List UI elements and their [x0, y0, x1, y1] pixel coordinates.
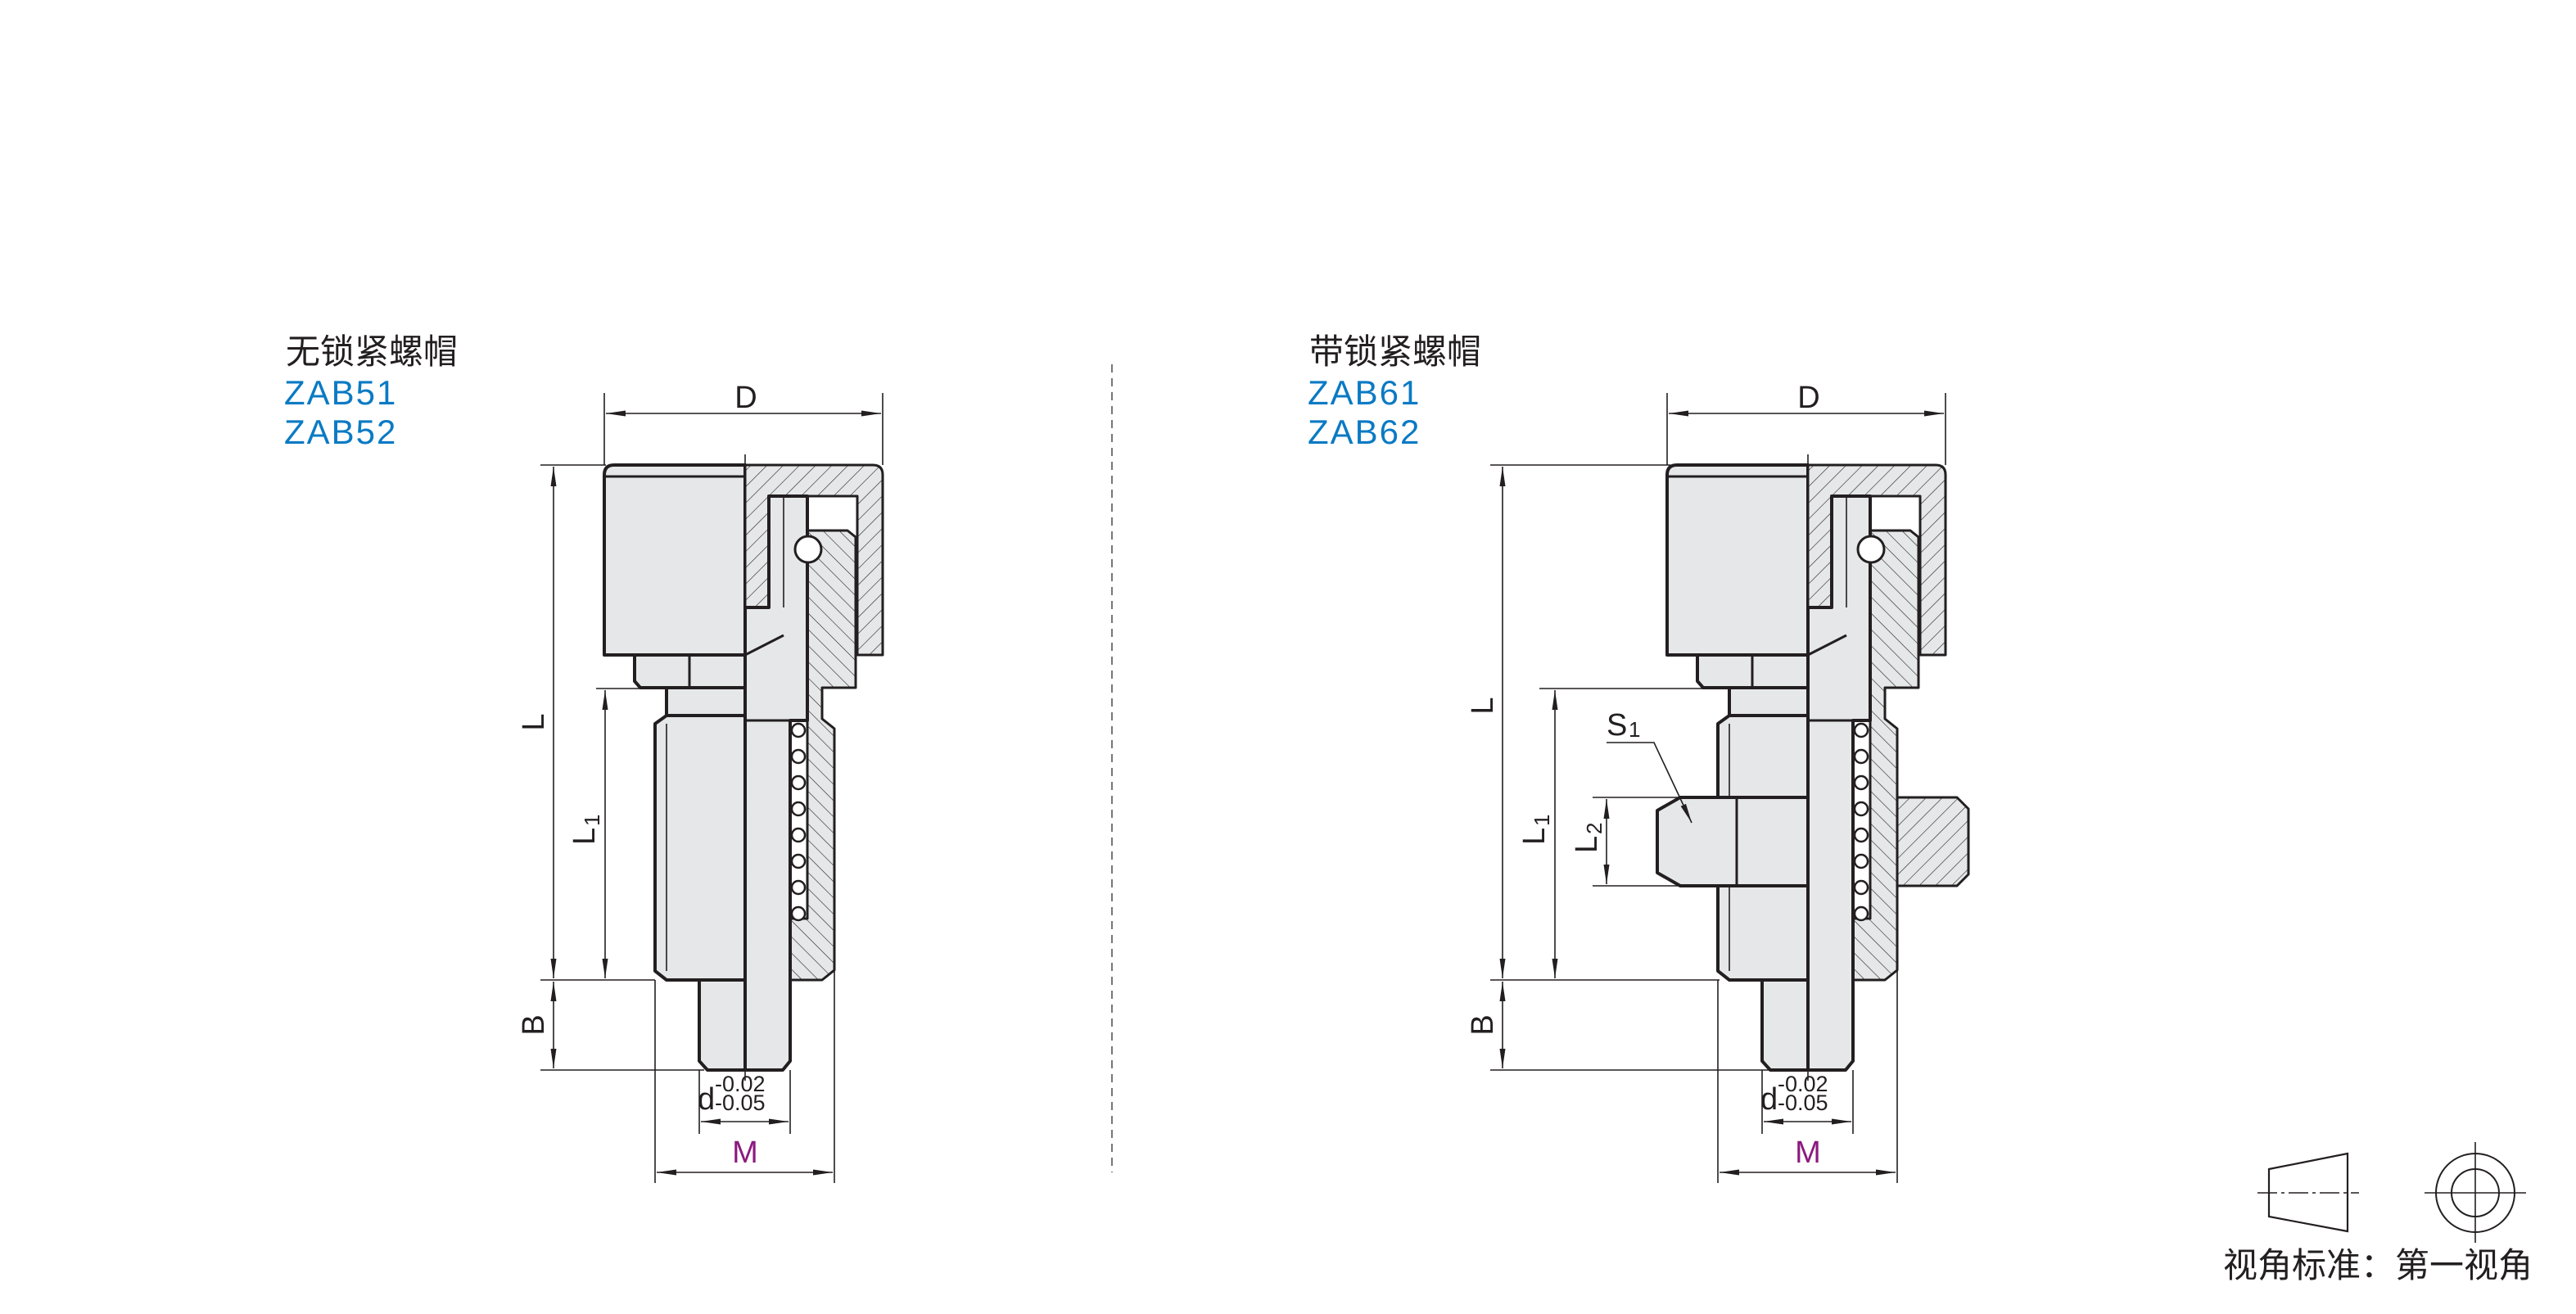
right-L1-label: L1 — [1517, 815, 1554, 845]
right-variant-code-2: ZAB62 — [1308, 413, 1421, 451]
svg-text:L: L — [1517, 828, 1552, 845]
right-d-tolerance-label: d -0.02 -0.05 — [1760, 1072, 1828, 1117]
right-variant-title: 带锁紧螺帽 — [1309, 332, 1481, 371]
left-L1-label: L1 — [567, 815, 604, 845]
left-d-tolerance-label: d -0.02 -0.05 — [698, 1072, 766, 1117]
svg-text:1: 1 — [1629, 717, 1640, 742]
left-plunger-drawing: D L L1 B d -0.02 -0.05 M — [517, 381, 883, 1183]
svg-text:-0.02: -0.02 — [715, 1072, 766, 1096]
svg-text:d: d — [1760, 1082, 1778, 1117]
left-variant-code-2: ZAB52 — [284, 413, 397, 451]
left-B-label: B — [517, 1014, 551, 1035]
right-B-label: B — [1466, 1014, 1500, 1035]
svg-text:-0.05: -0.05 — [715, 1090, 766, 1115]
svg-text:L: L — [567, 828, 602, 845]
svg-text:1: 1 — [1530, 815, 1554, 826]
right-variant-code-1: ZAB61 — [1308, 373, 1421, 412]
right-M-label: M — [1795, 1136, 1821, 1170]
cone-side-view-icon — [2267, 1152, 2349, 1233]
svg-text:-0.02: -0.02 — [1778, 1072, 1828, 1096]
svg-text:L: L — [1570, 836, 1604, 853]
right-L-label: L — [1466, 697, 1500, 714]
right-variant-header: 带锁紧螺帽 ZAB61 ZAB62 — [1308, 332, 1481, 451]
left-D-label: D — [734, 381, 757, 415]
S1-leader — [1607, 742, 1692, 824]
projection-standard-label: 视角标准：第一视角 — [2223, 1246, 2533, 1285]
left-M-label: M — [732, 1136, 758, 1170]
svg-text:S: S — [1607, 708, 1627, 743]
cone-end-view-icon — [2425, 1142, 2526, 1243]
left-variant-title: 无锁紧螺帽 — [286, 332, 458, 371]
left-L-label: L — [517, 713, 551, 730]
first-angle-projection-symbol: 视角标准：第一视角 — [2223, 1142, 2533, 1285]
left-variant-header: 无锁紧螺帽 ZAB51 ZAB52 — [284, 332, 458, 451]
svg-text:2: 2 — [1582, 823, 1607, 834]
svg-text:1: 1 — [580, 815, 604, 826]
svg-text:d: d — [698, 1082, 715, 1117]
right-L2-label: L2 — [1570, 823, 1607, 853]
left-variant-code-1: ZAB51 — [284, 373, 397, 412]
svg-text:-0.05: -0.05 — [1778, 1090, 1828, 1115]
right-D-label: D — [1797, 381, 1819, 415]
